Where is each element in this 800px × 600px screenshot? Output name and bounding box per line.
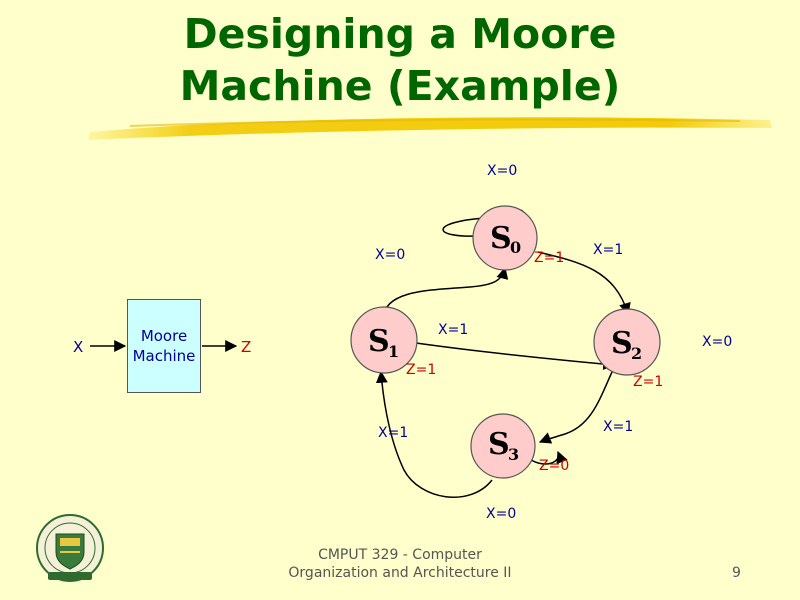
moore-block-line-2: Machine (132, 347, 196, 365)
label-s2-to-s3: X=1 (603, 419, 633, 435)
state-s3-name: S (488, 427, 510, 462)
state-s0-name: S (490, 221, 512, 256)
input-label: X (73, 338, 83, 356)
title-underline-stroke (88, 117, 772, 140)
label-s0-self: X=0 (487, 163, 517, 179)
state-s3-sub: 3 (508, 445, 519, 464)
university-seal-logo (36, 514, 104, 582)
transition-s0-to-s2 (537, 251, 631, 316)
transition-s2-to-s3 (538, 371, 613, 444)
transition-s1-to-s0 (382, 266, 509, 319)
title-line-1: Designing a Moore (183, 10, 617, 58)
state-s1-sub: 1 (388, 342, 399, 361)
state-s0: S 0 (472, 205, 538, 271)
transition-s3-to-s1 (375, 370, 493, 498)
label-s3-to-s1: X=1 (378, 425, 408, 441)
output-label: Z (241, 338, 251, 356)
label-s2-self: X=0 (702, 334, 732, 350)
moore-machine-block: Moore Machine (127, 299, 201, 393)
footer-line-2: Organization and Architecture II (288, 565, 512, 581)
state-s1: S 1 (350, 306, 418, 374)
label-s3-self: X=0 (486, 506, 516, 522)
state-s2: S 2 (593, 308, 661, 376)
slide-title: Designing a Moore Machine (Example) (0, 8, 800, 112)
title-line-2: Machine (Example) (179, 62, 621, 110)
label-s1-to-s0: X=0 (375, 247, 405, 263)
moore-block-line-1: Moore (140, 327, 188, 345)
state-s2-sub: 2 (631, 344, 642, 363)
label-s0-to-s2: X=1 (593, 242, 623, 258)
state-s3: S 3 (470, 413, 536, 479)
state-s0-sub: 0 (510, 238, 521, 257)
footer-course: CMPUT 329 - Computer Organization and Ar… (250, 546, 550, 582)
state-s1-name: S (368, 324, 390, 359)
state-s2-output: Z=1 (633, 374, 663, 390)
state-s3-output: Z=0 (539, 458, 569, 474)
transition-s1-to-s2 (415, 342, 616, 370)
footer-line-1: CMPUT 329 - Computer (318, 547, 482, 563)
page-number: 9 (732, 565, 741, 581)
state-s1-output: Z=1 (406, 362, 436, 378)
label-s1-to-s2: X=1 (438, 322, 468, 338)
state-s0-output: Z=1 (534, 250, 564, 266)
state-s2-name: S (611, 326, 633, 361)
